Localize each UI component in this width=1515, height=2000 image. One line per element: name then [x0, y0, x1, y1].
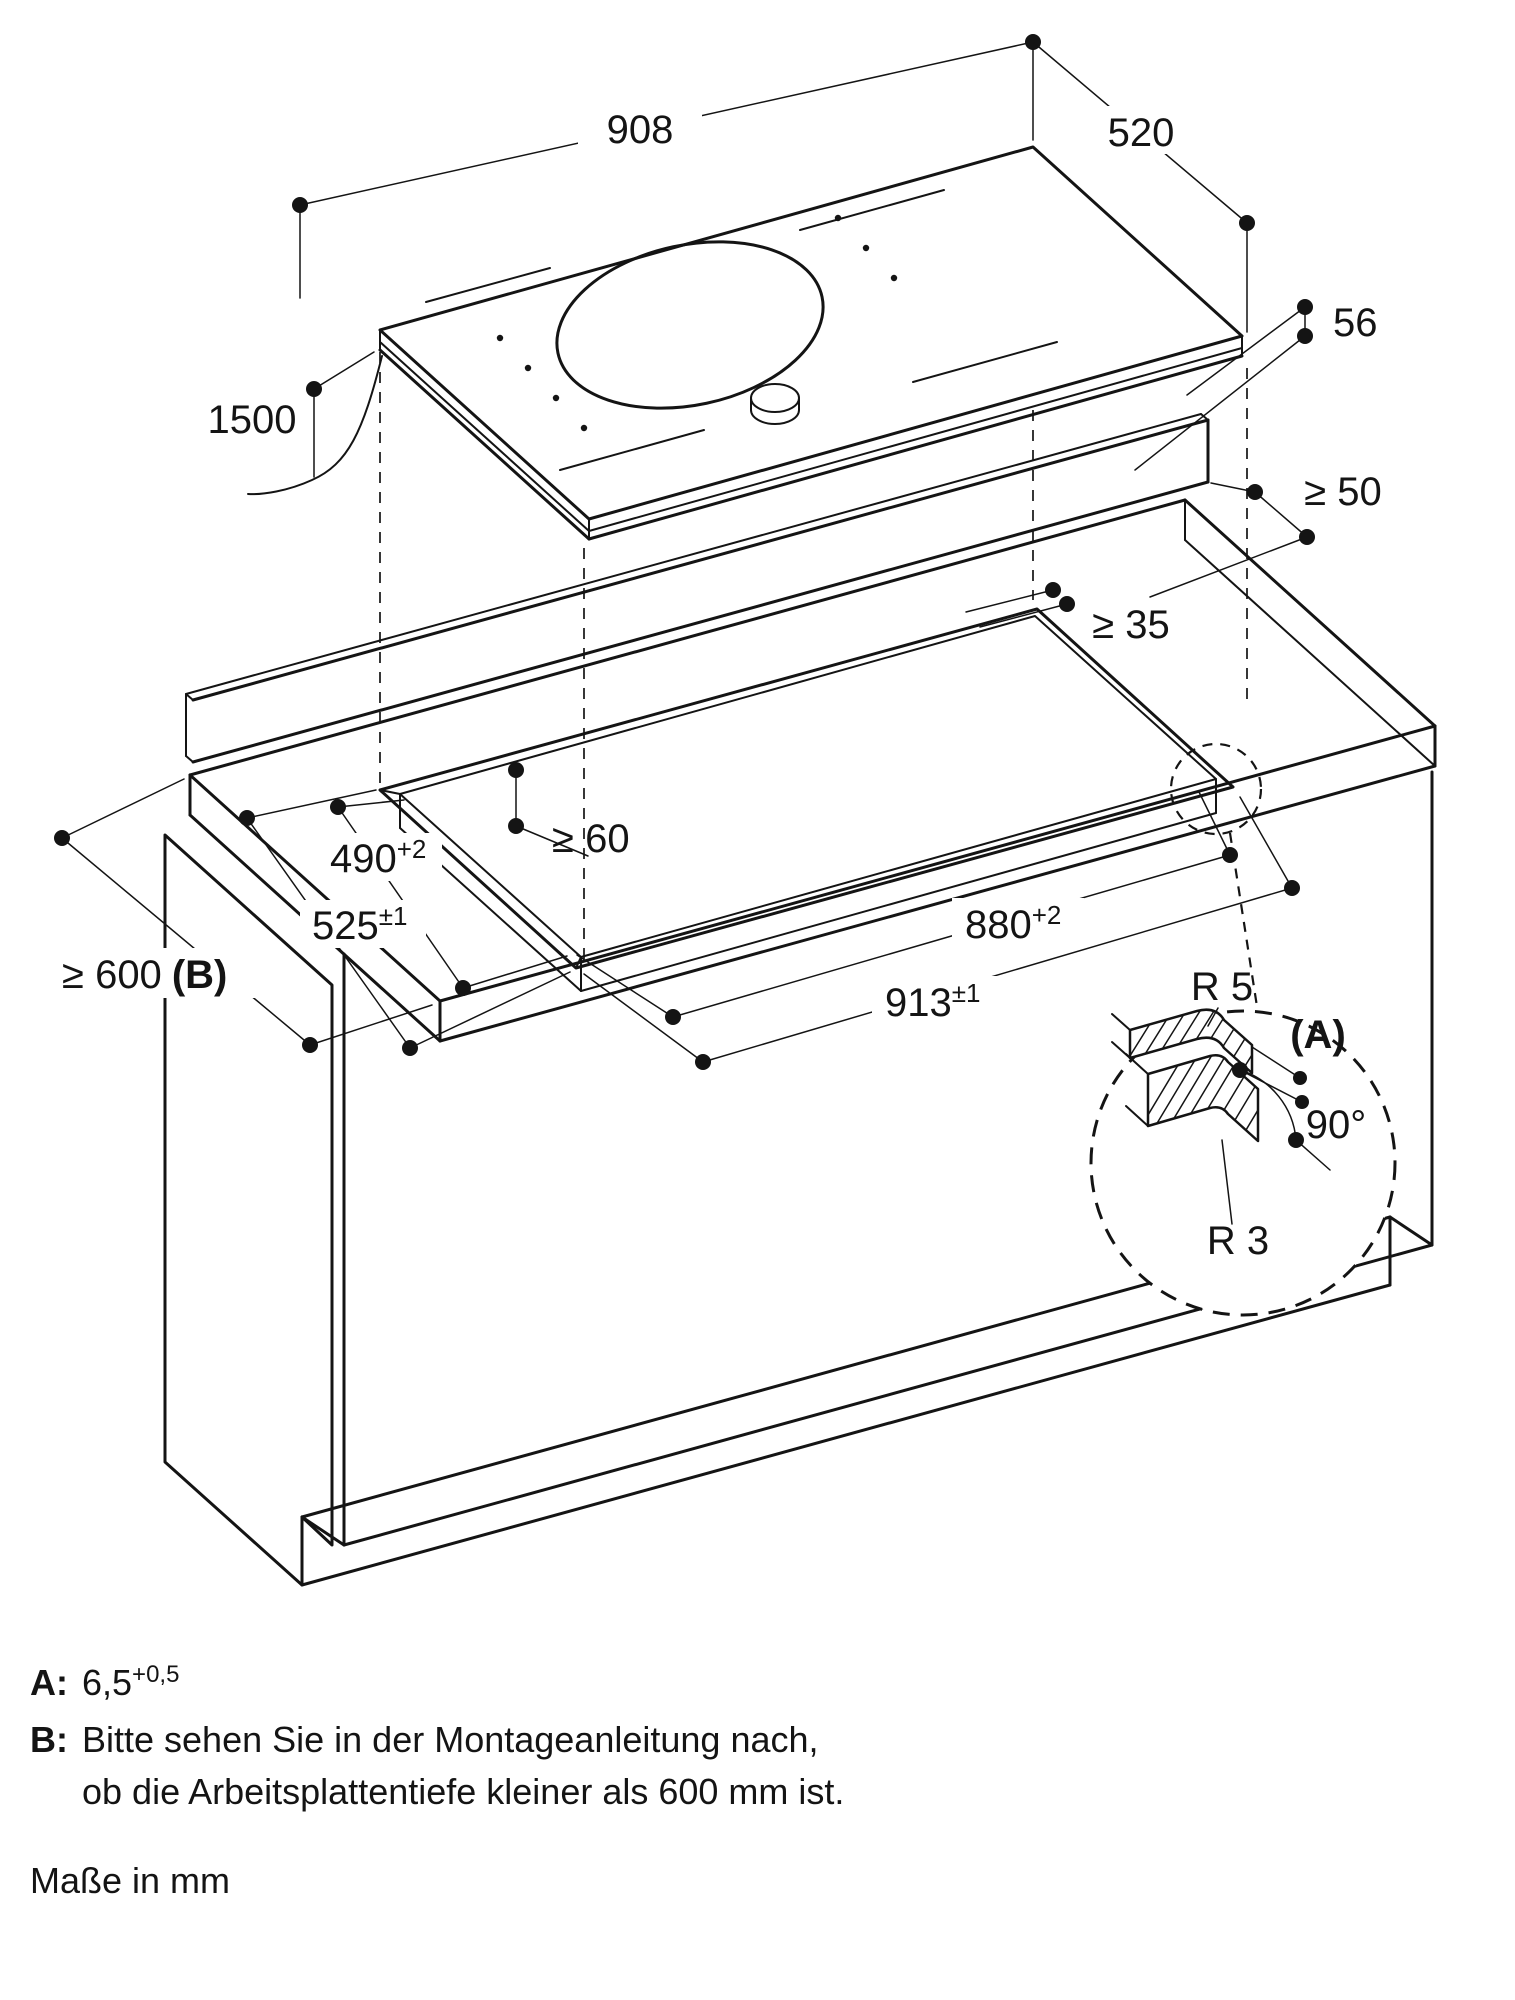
- note-a: A:6,5+0,5: [30, 1661, 179, 1703]
- cooktop-edge-profile: [378, 329, 1244, 541]
- sensor-dots: [496, 214, 898, 432]
- worktop-back-edge: [188, 498, 1187, 777]
- dim-label-geq60: ≥ 60: [552, 817, 630, 861]
- detail-label-a: (A): [1290, 1013, 1346, 1057]
- note-b-line2: ob die Arbeitsplattentiefe kleiner als 6…: [82, 1771, 844, 1812]
- worktop-cutout: [378, 607, 1235, 992]
- dim-label-525: 525±1: [312, 901, 407, 948]
- dim-back-clearance: ≥ 35: [965, 582, 1170, 647]
- dim-worktop-depth: ≥ 600(B): [52, 778, 433, 1053]
- control-knob: [750, 383, 800, 425]
- dim-recess-width: 913±1: [583, 796, 1300, 1070]
- dim-below-clearance: ≥ 60: [508, 762, 630, 861]
- projection-lines: [379, 352, 1248, 960]
- detail-marker-circle: [1169, 742, 1263, 836]
- dim-label-56: 56: [1333, 301, 1378, 345]
- dim-label-913: 913±1: [885, 978, 980, 1025]
- footnotes: A:6,5+0,5 B:Bitte sehen Sie in der Monta…: [30, 1661, 844, 1901]
- dim-label-490: 490+2: [330, 834, 426, 881]
- dim-label-908: 908: [607, 108, 674, 152]
- dim-label-1500: 1500: [208, 398, 297, 442]
- cooking-zone-circle: [555, 240, 825, 410]
- zone-marks: [425, 189, 1058, 471]
- detail-label-90deg: 90°: [1306, 1103, 1367, 1147]
- dim-label-geq35: ≥ 35: [1092, 603, 1170, 647]
- dim-cooktop-width: 908: [292, 34, 1041, 299]
- cooktop: [378, 145, 1244, 541]
- dim-cooktop-height: 56: [1134, 299, 1378, 471]
- dim-cooktop-depth: 520: [1032, 41, 1255, 333]
- units-note: Maße in mm: [30, 1860, 230, 1901]
- detail-label-r5: R 5: [1191, 965, 1253, 1009]
- dim-label-geq600: ≥ 600(B): [62, 953, 227, 997]
- dim-cutout-depth: 490+2: [318, 799, 568, 996]
- dim-label-geq50: ≥ 50: [1304, 470, 1382, 514]
- cooktop-top-face: [378, 145, 1244, 521]
- power-cable: [247, 355, 383, 496]
- backsplash-strip: [185, 413, 1210, 764]
- dim-label-520: 520: [1108, 111, 1175, 155]
- dim-cable-length: 1500: [208, 351, 383, 496]
- worktop-front-edge: [438, 724, 1437, 1003]
- detail-label-r3: R 3: [1207, 1219, 1269, 1263]
- detail-marker: [1169, 742, 1263, 1014]
- detail-view: R 5 (A) 90° R 3: [1089, 965, 1397, 1317]
- dim-wall-clearance: ≥ 50: [1149, 470, 1382, 598]
- section-upper-face: [1128, 1008, 1254, 1075]
- section-lower-face: [1146, 1054, 1260, 1143]
- dim-recess-depth: 525±1: [239, 789, 571, 1056]
- note-b-line1: B:Bitte sehen Sie in der Montageanleitun…: [30, 1719, 819, 1760]
- dim-cutout-width: 880+2: [576, 791, 1238, 1025]
- dim-label-880: 880+2: [965, 900, 1061, 947]
- worktop: [188, 498, 1437, 1043]
